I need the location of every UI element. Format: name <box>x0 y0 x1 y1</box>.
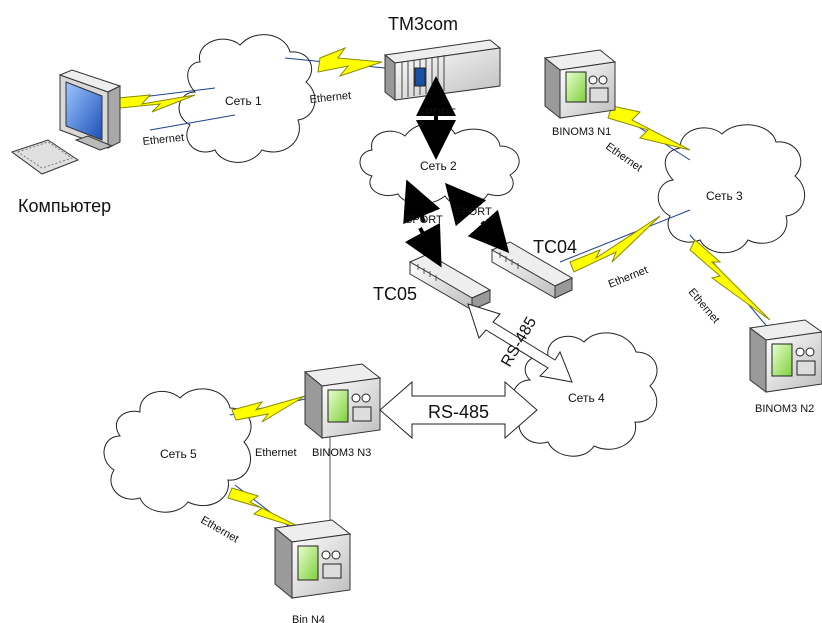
binom3-device-icon <box>303 363 382 440</box>
label-sport-top: SPORT <box>418 107 456 119</box>
label-tm3com: ТМ3com <box>388 14 458 34</box>
label-tc04: TC04 <box>533 237 577 257</box>
sport-arrow-net2-tc05 <box>404 222 442 268</box>
computer-icon <box>10 69 122 175</box>
label-tc05: TC05 <box>373 284 417 304</box>
label-binom4: Bin N4 <box>292 614 325 623</box>
label-eth-binom3: Ethernet <box>255 447 297 459</box>
label-net2: Сеть 2 <box>420 159 457 173</box>
bolt-tc04-net3 <box>569 215 661 273</box>
bolt-net5-binom4 <box>227 487 306 531</box>
rs485-arrow-binom3-net4 <box>379 380 538 440</box>
label-binom3: BINOM3 N3 <box>312 447 371 459</box>
bolt-binom1-net3 <box>607 105 691 151</box>
label-eth-tm3: Ethernet <box>309 90 352 106</box>
label-eth-binom4: Ethernet <box>199 514 241 545</box>
cloud-net1 <box>178 34 316 163</box>
sport-arrow-tc05-net2 <box>403 179 441 225</box>
binom4-device-icon <box>273 519 352 600</box>
binom2-device-icon <box>748 319 822 393</box>
binom1-device-icon <box>543 49 617 120</box>
rs485-arrow-tc05-net4 <box>467 303 573 383</box>
label-eth-tc04: Ethernet <box>607 264 650 291</box>
bolt-net1-tm3 <box>317 46 383 78</box>
label-net3: Сеть 3 <box>706 189 743 203</box>
sport-arrow-net2-tc04 <box>467 209 510 254</box>
label-eth-binom1: Ethernet <box>603 141 644 175</box>
label-net4: Сеть 4 <box>568 391 605 405</box>
cloud-net5 <box>103 388 252 513</box>
label-rs485-horiz: RS-485 <box>428 402 489 422</box>
label-eth-binom2: Ethernet <box>686 286 722 326</box>
label-computer: Компьютер <box>18 196 111 216</box>
sport-arrow-tc04-net2 <box>444 182 487 227</box>
cloud-net3 <box>657 124 805 254</box>
label-sport-left: SPORT <box>405 214 443 226</box>
bolt-net3-binom2 <box>689 239 771 321</box>
tc05-switch-icon <box>408 253 492 311</box>
label-binom1: BINOM3 N1 <box>552 126 611 138</box>
bolt-net5-binom3 <box>231 395 306 423</box>
label-eth-pc: Ethernet <box>142 132 185 148</box>
bolt-pc-net1 <box>117 94 196 113</box>
label-binom2: BINOM3 N2 <box>755 403 814 415</box>
label-net5: Сеть 5 <box>160 447 197 461</box>
label-net1: Сеть 1 <box>225 94 262 108</box>
label-sport-right: SPORT <box>454 206 492 218</box>
